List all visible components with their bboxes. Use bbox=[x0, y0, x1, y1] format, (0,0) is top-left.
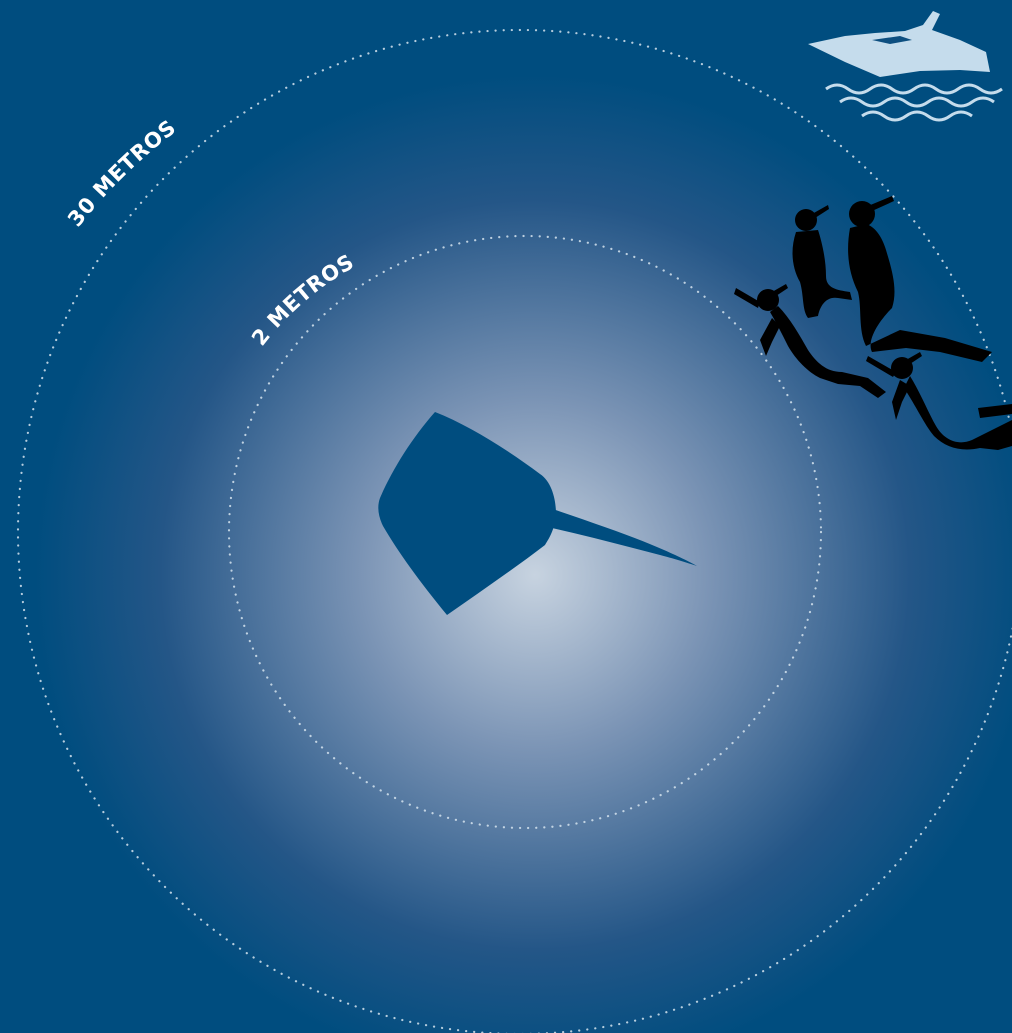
stingray-distance-diagram: 30 METROS 2 METROS bbox=[0, 0, 1012, 1033]
diagram-canvas: 30 METROS 2 METROS bbox=[0, 0, 1012, 1033]
